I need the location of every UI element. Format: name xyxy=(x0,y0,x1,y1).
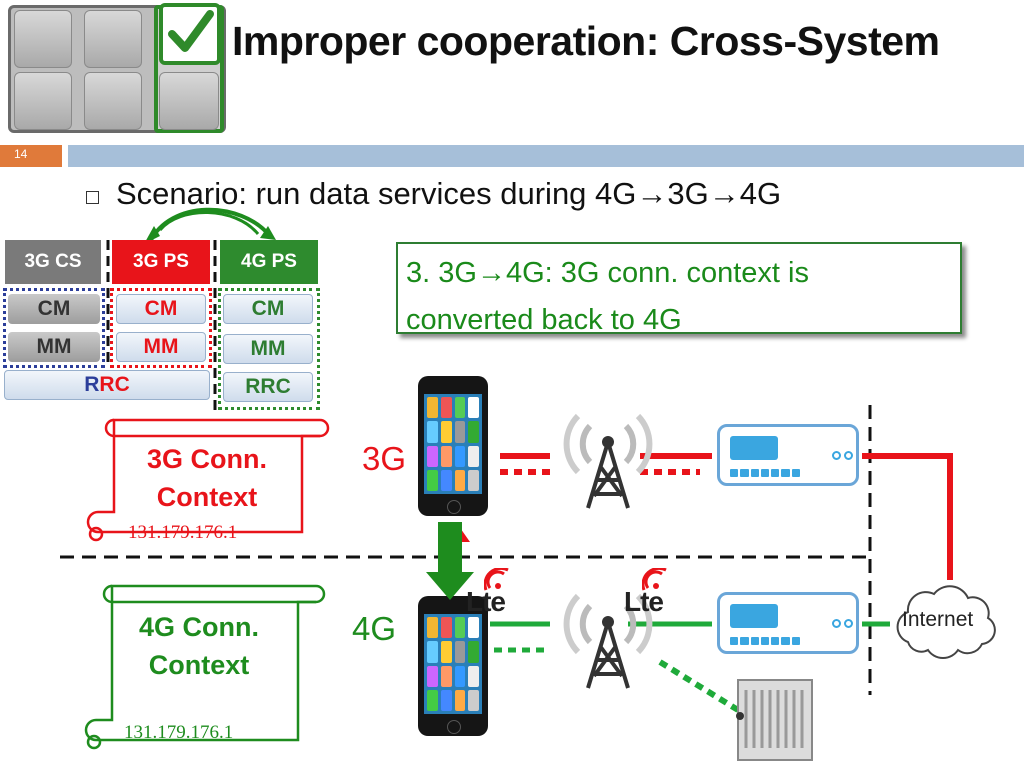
arrow-icon: → xyxy=(476,257,506,289)
stack-4g-ps-cm: CM xyxy=(223,294,313,324)
stack-group-3g-ps xyxy=(110,288,212,368)
callout-text: 4G: 3G conn. context is xyxy=(505,257,809,289)
logo-cell xyxy=(84,10,142,68)
context-4g-line2: Context xyxy=(148,650,250,680)
context-4g-ip: 131.179.176.1 xyxy=(124,722,234,743)
rrc-ps-part: RC xyxy=(99,373,130,396)
scenario-end: 4G xyxy=(739,176,782,211)
logo-cell xyxy=(14,72,72,130)
stack-4g-rrc: RRC xyxy=(223,372,313,402)
callout-box: 3. 3G→4G: 3G conn. context is converted … xyxy=(396,242,962,336)
stack-header-4g-ps: 4G PS xyxy=(220,240,318,284)
handover-arrows xyxy=(426,522,474,600)
phone-4g-icon xyxy=(418,596,488,736)
phone-3g-icon xyxy=(418,376,488,516)
tower-3g-icon xyxy=(563,413,653,509)
label-4g: 4G xyxy=(352,610,397,647)
stack-header-3g-cs: 3G CS xyxy=(5,240,101,284)
callout-text: converted back to 4G xyxy=(406,304,682,336)
arrow-icon: → xyxy=(708,176,740,211)
page-title: Improper cooperation: Cross-System xyxy=(232,18,940,64)
stack-3g-cs-cm: CM xyxy=(8,294,100,324)
internet-cloud-icon xyxy=(896,585,996,659)
context-3g-ip: 131.179.176.1 xyxy=(128,522,238,543)
stack-group-4g-ps xyxy=(218,288,320,410)
scenario-mid: 3G xyxy=(667,176,709,211)
lte-signal-icon xyxy=(484,568,509,591)
lte-logo: Lte xyxy=(466,586,506,617)
label-3g: 3G xyxy=(362,440,407,477)
scenario-text: Scenario: run data services during 4G→3G… xyxy=(116,176,781,212)
slide-number-bar xyxy=(0,145,62,167)
internet-label: Internet xyxy=(902,608,974,631)
stack-dividers xyxy=(106,240,217,410)
stack-group-3g-cs xyxy=(3,288,105,368)
context-4g-line1: 4G Conn. xyxy=(139,612,259,642)
rrc-cs-part: R xyxy=(84,373,100,396)
stack-transition-arrows xyxy=(144,207,276,244)
context-3g-title: 3G Conn. Context xyxy=(112,440,302,516)
callout-text: 3. 3G xyxy=(406,257,477,289)
stack-3g-cs-mm: MM xyxy=(8,332,100,362)
context-3g-line2: Context xyxy=(156,482,258,512)
logo-cell xyxy=(14,10,72,68)
gateway-3g-icon xyxy=(717,424,859,486)
scenario-prefix: Scenario: run data services during 4G xyxy=(116,176,637,211)
lte-logo: Lte xyxy=(624,586,664,617)
scroll-4g-icon xyxy=(84,584,326,750)
context-4g-title: 4G Conn. Context xyxy=(104,608,294,684)
checkmark-icon xyxy=(159,3,221,65)
bullet-icon xyxy=(86,191,99,204)
tower-4g-icon xyxy=(563,593,653,689)
slide-number: 14 xyxy=(14,147,28,161)
logo-cell xyxy=(84,72,142,130)
mme-rack-icon xyxy=(736,679,813,761)
stack-3g-ps-mm: MM xyxy=(116,332,206,362)
stack-4g-ps-mm: MM xyxy=(223,334,313,364)
logo-cell xyxy=(159,72,219,130)
stack-3g-ps-cm: CM xyxy=(116,294,206,324)
stack-header-3g-ps: 3G PS xyxy=(112,240,210,284)
context-3g-line1: 3G Conn. xyxy=(147,444,267,474)
scroll-3g-icon xyxy=(86,418,330,542)
lte-signal-icon xyxy=(642,568,667,591)
title-divider-bar xyxy=(68,145,1024,167)
arrow-icon: → xyxy=(636,176,668,211)
gateway-4g-icon xyxy=(717,592,859,654)
